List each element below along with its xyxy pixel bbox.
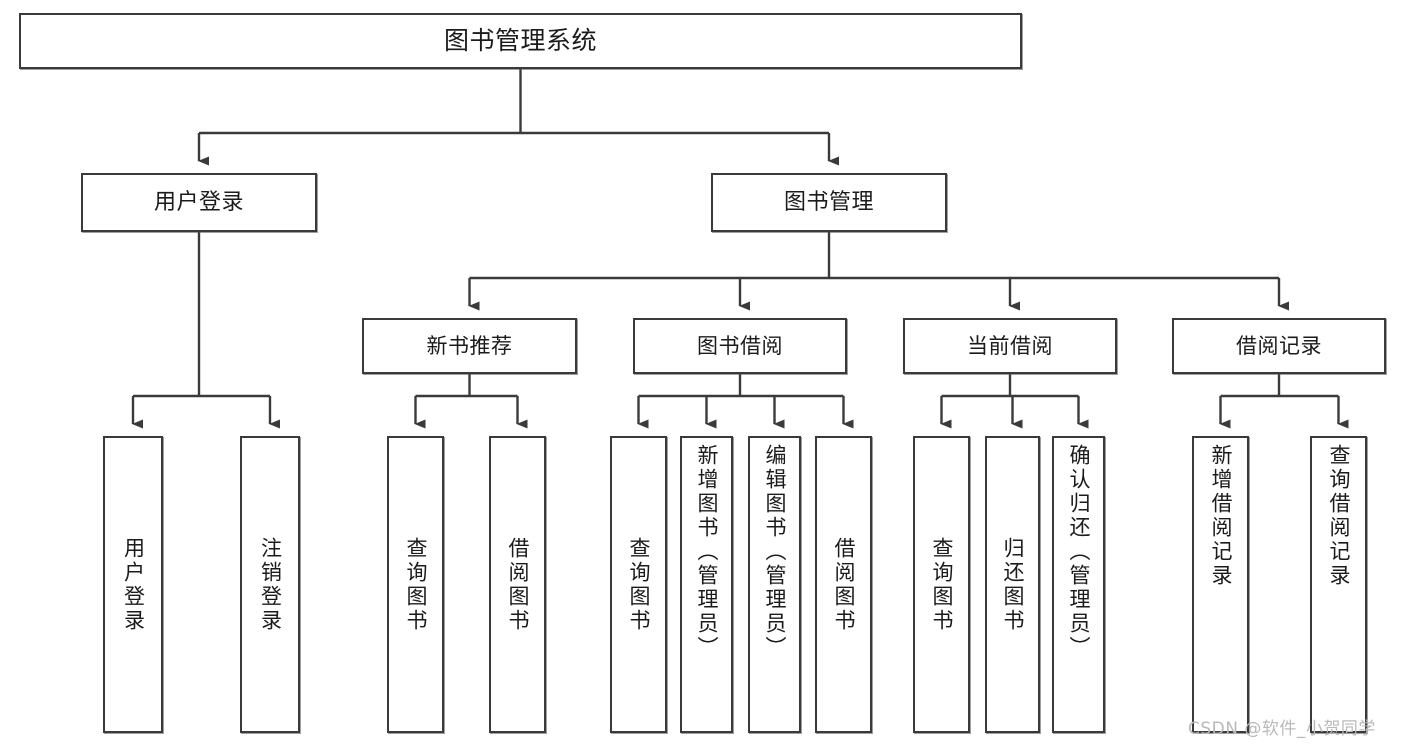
tree-node[interactable]: 用户登录: [103, 436, 163, 733]
tree-node[interactable]: 图书借阅: [633, 318, 847, 374]
node-label: 查询图书: [627, 536, 651, 633]
node-label: 编辑图书（管理员）: [763, 444, 787, 660]
tree-node[interactable]: 借阅图书: [815, 436, 872, 733]
node-label: 借阅图书: [832, 536, 856, 633]
node-label: 查询图书: [930, 536, 954, 633]
tree-node[interactable]: 新书推荐: [362, 318, 577, 374]
node-label: 用户登录: [153, 189, 244, 215]
tree-node[interactable]: 确认归还（管理员）: [1052, 436, 1105, 733]
tree-node[interactable]: 图书管理: [711, 173, 947, 232]
tree-node[interactable]: 归还图书: [985, 436, 1040, 733]
node-label: 查询图书: [404, 536, 428, 633]
node-label: 图书管理: [783, 189, 874, 215]
tree-node[interactable]: 借阅图书: [489, 436, 546, 733]
node-label: 新书推荐: [426, 333, 513, 358]
tree-node[interactable]: 查询图书: [387, 436, 444, 733]
node-label: 图书管理系统: [443, 26, 597, 56]
node-label: 当前借阅: [967, 333, 1053, 358]
node-label: 归还图书: [1001, 536, 1025, 633]
tree-node[interactable]: 用户登录: [81, 173, 317, 232]
node-label: 图书借阅: [697, 333, 783, 358]
tree-node[interactable]: 当前借阅: [903, 318, 1117, 374]
node-label: 查询借阅记录: [1327, 444, 1351, 588]
tree-node[interactable]: 注销登录: [240, 436, 300, 733]
node-label: 借阅记录: [1236, 333, 1322, 358]
tree-node[interactable]: 查询图书: [610, 436, 667, 733]
node-label: 借阅图书: [506, 536, 530, 633]
tree-node[interactable]: 查询图书: [913, 436, 970, 733]
tree-node[interactable]: 新增借阅记录: [1192, 436, 1249, 733]
tree-node[interactable]: 查询借阅记录: [1310, 436, 1367, 733]
node-label: 用户登录: [121, 536, 146, 633]
tree-node[interactable]: 新增图书（管理员）: [680, 436, 733, 733]
node-label: 新增图书（管理员）: [695, 444, 719, 660]
node-label: 确认归还（管理员）: [1067, 444, 1091, 660]
root-node[interactable]: 图书管理系统: [19, 13, 1022, 69]
node-label: 新增借阅记录: [1209, 444, 1233, 588]
csdn-watermark: CSDN @软件_小贺同学: [1188, 719, 1376, 739]
node-label: 注销登录: [258, 536, 283, 633]
tree-node[interactable]: 编辑图书（管理员）: [748, 436, 801, 733]
tree-node[interactable]: 借阅记录: [1172, 318, 1386, 374]
